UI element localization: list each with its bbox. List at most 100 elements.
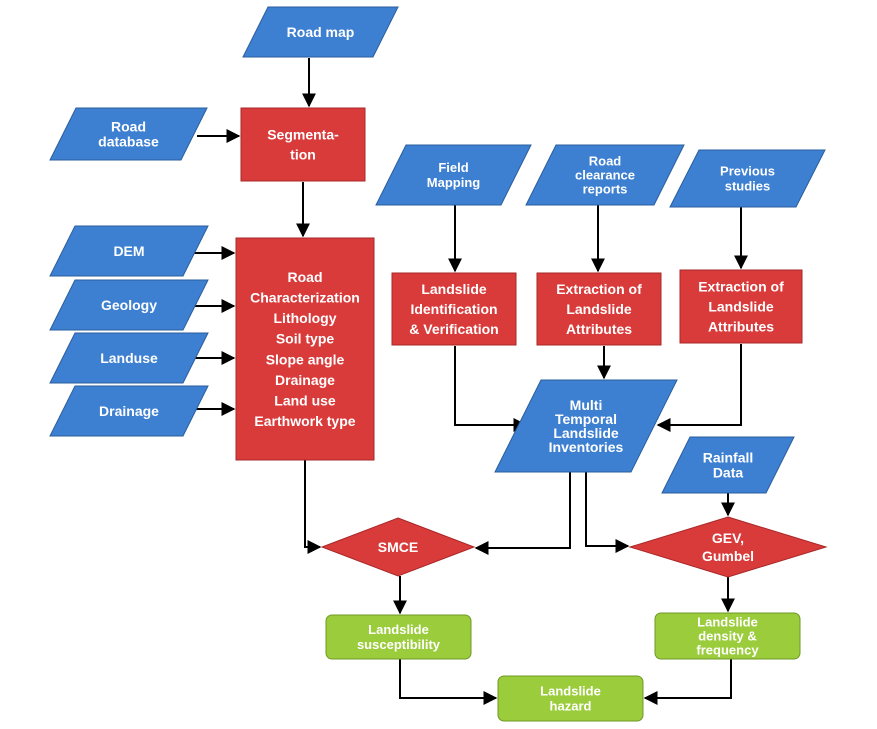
field-mapping-input-shape [375,144,532,206]
road-clearance-reports-input-label-line-1: Road [589,154,622,169]
rainfall-data-input-label-line-2: Data [713,465,744,481]
multi-temporal-inventories-input-label-line-4: Inventories [549,439,624,455]
segmentation-process-label-line-2: tion [290,147,316,163]
gev-gumbel-decision-label-line-2: Gumbel [702,548,754,564]
landuse-input-shape [49,332,209,384]
road-clearance-reports-input-shape [525,144,685,206]
smce-decision: SMCE [320,517,476,577]
gev-gumbel-decision: GEV, Gumbel [628,516,828,578]
rainfall-data-input-shape [661,436,795,494]
landslide-hazard-output-shape [497,675,644,722]
segmentation-process-shape [240,107,366,182]
dem-input-shape [49,225,209,277]
road-characterization-process-label-line-5: Slope angle [266,351,345,367]
multi-temporal-inventories-input-label-line-1: Multi [570,397,603,413]
edge-roadchar-to-smce [304,460,322,554]
geology-input: Geology [49,279,209,331]
previous-studies-input-label-line-2: studies [725,179,771,194]
road-characterization-process-label-line-2: Characterization [250,290,360,306]
extraction-landslide-attributes-process-2-shape [679,269,803,344]
field-mapping-input-label-line-1: Field [438,160,468,175]
landslide-identification-process-label-line-3: & Verification [409,321,498,337]
road-database-input-label-line-1: Road [111,119,146,135]
landslide-density-frequency-output-label-line-1: Landslide [697,615,758,630]
extraction-landslide-attributes-process-1-shape [536,272,662,346]
segmentation-process-label-line-1: Segmenta- [267,127,339,143]
previous-studies-input-shape [669,149,826,208]
landslide-susceptibility-output-label-line-1: Landslide [368,622,429,637]
smce-decision-shape [320,517,476,577]
extraction-landslide-attributes-process-2-label-line-3: Attributes [708,319,774,335]
road-characterization-process-label-line-3: Lithology [274,310,337,326]
dem-input-label-line-1: DEM [113,243,144,259]
edge-multitemporal-to-smce [474,472,571,555]
extraction-landslide-attributes-process-2-label-line-2: Landslide [708,299,774,315]
landslide-identification-process-label-line-2: Identification [410,301,497,317]
drainage-input: Drainage [49,385,209,437]
gev-gumbel-decision-shape [628,516,828,578]
rainfall-data-input-label-line-1: Rainfall [703,450,754,466]
road-clearance-reports-input-label-line-3: reports [583,182,628,197]
road-map-input: Road map [242,6,399,58]
landuse-input: Landuse [49,332,209,384]
extraction-landslide-attributes-process-1-label-line-3: Attributes [566,321,632,337]
road-database-input-shape [49,107,208,161]
drainage-input-shape [49,385,209,437]
connector-layer [190,58,748,705]
landslide-density-frequency-output-shape [654,612,801,660]
edge-multitemporal-to-gev [585,472,630,553]
landslide-hazard-output-label-line-2: hazard [550,699,592,714]
drainage-input-label-line-1: Drainage [99,403,159,419]
landslide-density-frequency-output-label-line-2: density & [698,629,757,644]
road-characterization-process-label-line-7: Land use [274,393,336,409]
road-characterization-process-label-line-6: Drainage [275,372,335,388]
edge-density-to-hazard [643,659,732,705]
road-characterization-process-shape [235,237,375,461]
road-characterization-process-label-line-4: Soil type [276,331,335,347]
previous-studies-input-label-line-1: Previous [720,164,775,179]
edge-extraction2-to-multitemporal [656,344,742,432]
road-map-input-shape [242,6,399,58]
dem-input: DEM [49,225,209,277]
extraction-landslide-attributes-process-1-label-line-2: Landslide [566,301,632,317]
edge-susceptibility-to-hazard [399,659,498,705]
road-database-input-label-line-2: database [98,134,159,150]
landslide-hazard-output-label-line-1: Landslide [540,684,601,699]
extraction-landslide-attributes-process-2-label-line-1: Extraction of [698,279,784,295]
landslide-susceptibility-output-label-line-2: susceptibility [357,637,441,652]
landuse-input-label-line-1: Landuse [100,350,158,366]
landslide-susceptibility-output-shape [325,614,472,660]
landslide-density-frequency-output-label-line-3: frequency [696,643,759,658]
extraction-landslide-attributes-process-1-label-line-1: Extraction of [556,281,642,297]
segmentation-process: Segmenta-tion [240,107,366,182]
field-mapping-input-label-line-2: Mapping [427,175,480,190]
geology-input-shape [49,279,209,331]
gev-gumbel-decision-label-line-1: GEV, [712,530,744,546]
smce-decision-label-line-1: SMCE [378,539,418,555]
edge-landslideid-to-multitemporal [454,346,528,432]
road-clearance-reports-input-label-line-2: clearance [575,168,635,183]
multi-temporal-inventories-input-shape [494,379,678,473]
multi-temporal-inventories-input-label-line-2: Temporal [555,411,617,427]
road-map-input-label-line-1: Road map [287,24,355,40]
multi-temporal-inventories-input-label-line-3: Landslide [553,425,619,441]
road-characterization-process-label-line-8: Earthwork type [254,413,355,429]
landslide-identification-process-label-line-1: Landslide [421,281,487,297]
geology-input-label-line-1: Geology [101,297,157,313]
road-characterization-process-label-line-1: Road [288,269,323,285]
